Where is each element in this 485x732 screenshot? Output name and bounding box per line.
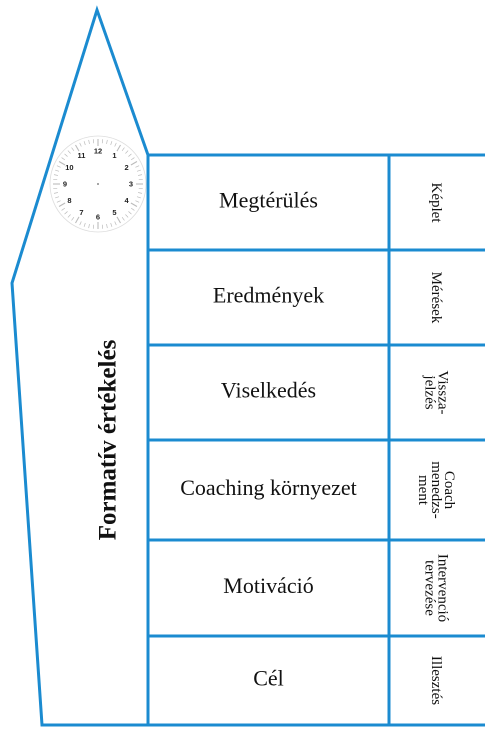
clock-tick [136, 196, 141, 199]
clock-tick [110, 141, 113, 146]
row-label: Megtérülés [219, 188, 318, 213]
side-label: Illesztés [428, 656, 444, 705]
side-label-line: Illesztés [428, 656, 444, 705]
clock-tick [136, 169, 141, 172]
side-label-line: Intervenció [435, 554, 451, 622]
clock-tick [56, 200, 61, 203]
clock-tick [135, 165, 140, 168]
clock-tick [125, 150, 129, 154]
clock-tick [138, 192, 143, 194]
side-label-line: Coach [441, 471, 457, 510]
clock-tick [106, 139, 108, 144]
row-label: Motiváció [223, 573, 313, 598]
clock-number: 2 [124, 163, 128, 172]
side-label: Intervenciótervezése [422, 554, 451, 622]
side-label: Vissza-jelzés [422, 370, 451, 414]
clock-tick [53, 192, 58, 194]
clock-tick [79, 142, 82, 147]
clock-tick [130, 161, 138, 166]
clock-tick [55, 169, 60, 172]
clock-number: 6 [96, 213, 100, 222]
clock-tick [71, 216, 75, 221]
clock-tick [135, 200, 140, 203]
clock-number: 8 [67, 196, 71, 205]
clock-tick [125, 214, 129, 218]
side-label-line: Vissza- [435, 370, 451, 414]
side-label: Coachmenedzs-ment [415, 461, 457, 518]
clock-tick [121, 216, 125, 221]
clock-tick [58, 161, 66, 166]
clock-tick [53, 174, 58, 176]
clock-tick [64, 153, 68, 157]
clock-tick [79, 221, 82, 226]
side-labels: KépletMérésekVissza-jelzésCoachmenedzs-m… [415, 183, 457, 706]
clock-number: 9 [63, 180, 67, 189]
clock-tick [130, 202, 138, 207]
clock-tick [114, 221, 117, 226]
clock-tick [58, 202, 66, 207]
clock-tick [130, 207, 135, 211]
clock-number: 3 [129, 180, 133, 189]
clock-tick [55, 196, 60, 199]
clock-tick [128, 153, 132, 157]
row-label: Viselkedés [221, 378, 316, 403]
clock-tick [83, 222, 86, 227]
clock-number: 12 [94, 147, 102, 156]
table-grid [146, 153, 485, 725]
clock-tick [83, 141, 86, 146]
side-label-line: Képlet [428, 183, 444, 224]
side-label-line: jelzés [422, 374, 438, 409]
clock-number: 11 [78, 151, 86, 160]
clock-tick [75, 216, 80, 224]
clock-tick [67, 214, 71, 218]
clock-tick [64, 211, 68, 215]
clock-number: 1 [112, 151, 116, 160]
clock-number: 7 [79, 208, 83, 217]
clock-number: 4 [124, 196, 129, 205]
clock-tick [67, 150, 71, 154]
clock-tick [116, 144, 121, 152]
clock-tick [130, 157, 135, 161]
clock-tick [121, 147, 125, 152]
clock-number: 5 [112, 208, 116, 217]
side-label-line: ment [415, 475, 431, 506]
house-outline [10, 5, 485, 727]
side-label: Képlet [428, 183, 444, 224]
side-label-line: tervezése [422, 560, 438, 616]
clock-number: 10 [65, 163, 73, 172]
side-label: Mérések [428, 272, 444, 324]
row-label: Coaching környezet [180, 475, 357, 500]
clock-tick [71, 147, 75, 152]
clock-tick [88, 139, 90, 144]
clock-tick [114, 142, 117, 147]
clock-tick [56, 165, 61, 168]
clock-tick [116, 216, 121, 224]
clock-tick [61, 207, 66, 211]
side-label-line: Mérések [428, 272, 444, 324]
clock-tick [61, 157, 66, 161]
row-label: Eredmények [213, 283, 324, 308]
clock-center [97, 183, 99, 185]
clock-tick [110, 222, 113, 227]
main-label: Formatív értékelés [95, 339, 122, 540]
clock-tick [88, 224, 90, 229]
row-label: Cél [253, 666, 284, 691]
side-label-line: menedzs- [428, 461, 444, 518]
clock-tick [138, 174, 143, 176]
clock-tick [106, 224, 108, 229]
clock-tick [128, 211, 132, 215]
clock-tick [75, 144, 80, 152]
